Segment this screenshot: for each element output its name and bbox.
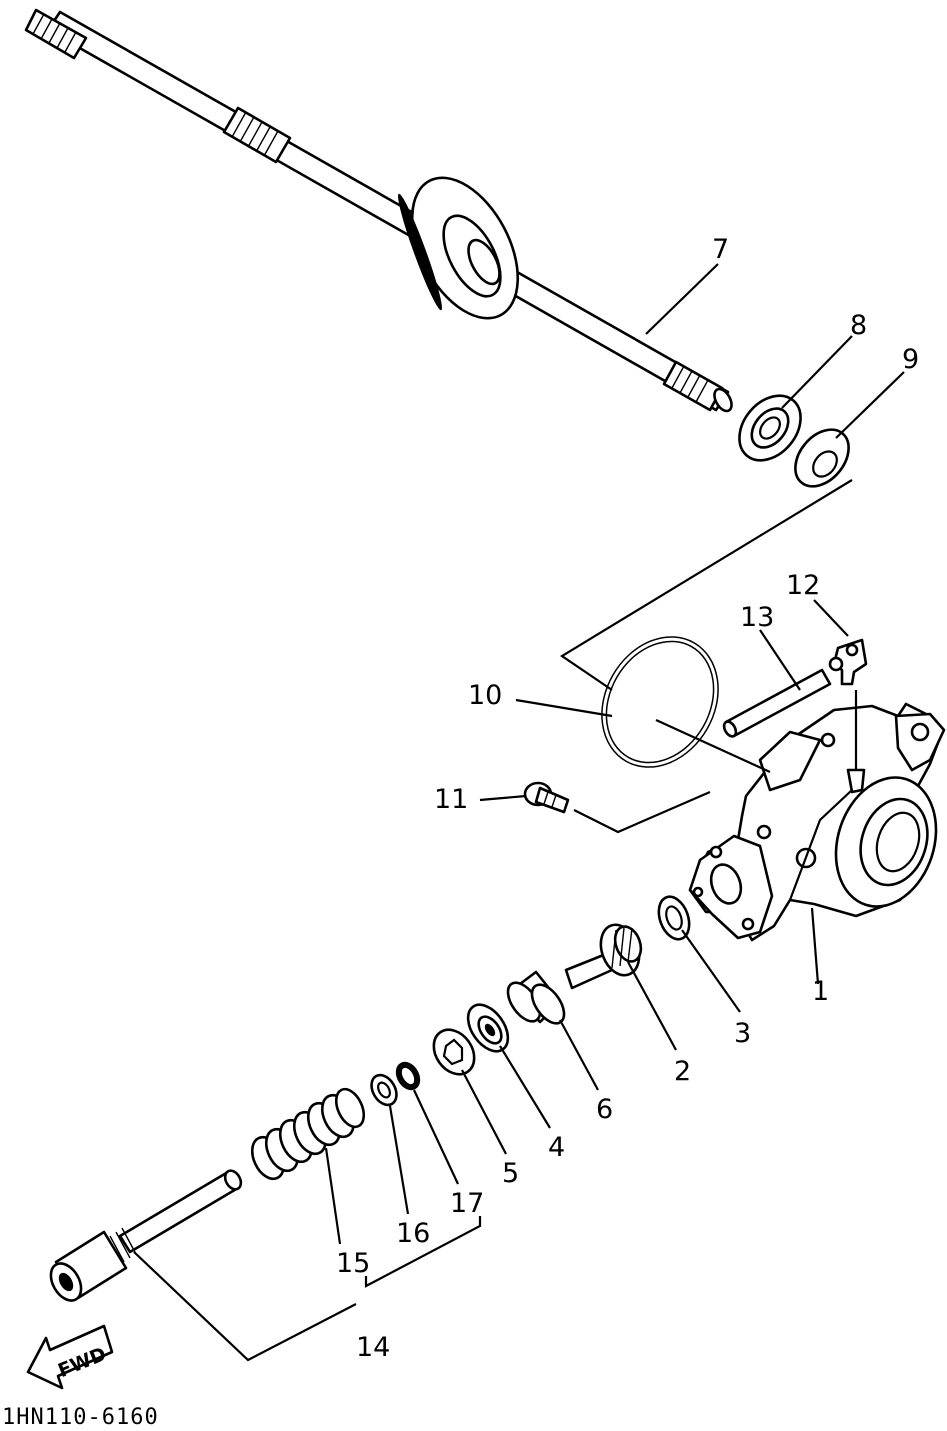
label-part-12: 12	[786, 570, 820, 601]
gear-case-part-1	[688, 702, 946, 942]
label-part-4: 4	[548, 1132, 565, 1163]
bolt-part-11	[523, 781, 570, 814]
label-part-2: 2	[674, 1056, 691, 1087]
circlip-part-17	[395, 1061, 421, 1091]
drive-shaft-part-14	[49, 1169, 243, 1302]
label-part-5: 5	[502, 1158, 519, 1189]
label-part-14: 14	[356, 1332, 390, 1363]
label-part-8: 8	[850, 310, 867, 341]
leader-lines	[133, 263, 905, 1362]
pinion-gear-part-2	[564, 923, 643, 990]
collar-part-6	[506, 970, 566, 1025]
washer-part-3	[657, 895, 691, 941]
label-part-13: 13	[740, 602, 774, 633]
shaft-mid-spline	[222, 106, 292, 164]
label-part-1: 1	[812, 976, 829, 1007]
spring-part-15	[250, 1087, 366, 1181]
shaft-left-spline	[24, 8, 88, 60]
oil-seal-part-9	[794, 428, 850, 488]
axle-shaft-part-7	[24, 8, 733, 413]
ring-gear	[398, 176, 520, 320]
shaft-right-spline	[662, 360, 733, 413]
label-part-9: 9	[902, 344, 919, 375]
label-part-15: 15	[336, 1248, 370, 1279]
nut-part-5	[432, 1028, 476, 1076]
label-part-7: 7	[712, 234, 729, 265]
washer-part-16	[370, 1073, 398, 1107]
label-part-11: 11	[434, 784, 468, 815]
label-part-6: 6	[596, 1094, 613, 1125]
diagram-code: 1HN110-6160	[2, 1405, 159, 1430]
label-part-10: 10	[468, 680, 502, 711]
label-part-3: 3	[734, 1018, 751, 1049]
label-part-17: 17	[450, 1188, 484, 1219]
fwd-arrow-icon: FWD	[26, 1324, 114, 1390]
bearing-part-8	[738, 394, 802, 462]
breather-fitting-part-12	[828, 638, 868, 686]
part-labels: 7 8 9 10 11 12 13 1 2 3 4 5 6 17 16 15 1…	[336, 234, 919, 1363]
label-part-16: 16	[396, 1218, 430, 1249]
o-ring-part-10	[601, 636, 719, 768]
pin-part-13	[722, 668, 832, 738]
